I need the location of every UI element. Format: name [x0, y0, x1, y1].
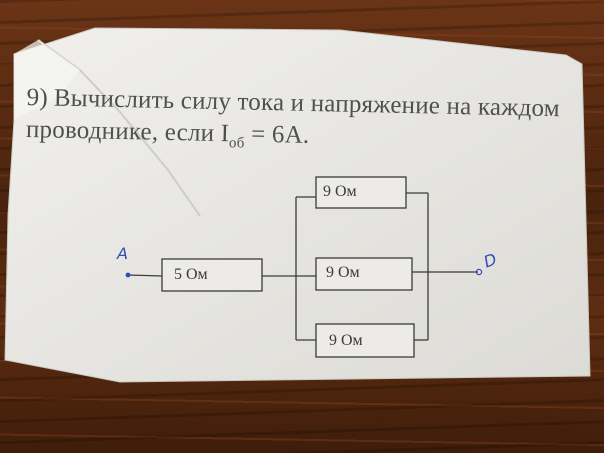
- resistor-series-5-ohm: [161, 258, 263, 292]
- circuit-wires: [127, 192, 478, 341]
- problem-condition-value: = 6А.: [244, 120, 310, 149]
- current-subscript: об: [228, 135, 245, 152]
- problem-text: 9)Вычислить силу тока и напряжение на ка…: [25, 82, 586, 167]
- problem-condition: проводнике, если I: [25, 115, 230, 148]
- resistor-bottom-9-ohm: [315, 323, 415, 358]
- resistor-middle-9-ohm: [315, 257, 413, 291]
- label-series-resistor: 5 Ом: [174, 266, 208, 283]
- problem-number: 9): [26, 83, 49, 112]
- terminal-a-dot: [125, 272, 131, 278]
- label-bottom-resistor: 9 Ом: [329, 332, 363, 349]
- terminal-d-dot: [475, 268, 483, 276]
- terminal-a-label: A: [117, 244, 128, 263]
- label-middle-resistor: 9 Ом: [326, 264, 360, 281]
- resistor-top-9-ohm: [315, 176, 407, 209]
- label-top-resistor: 9 Ом: [323, 183, 357, 200]
